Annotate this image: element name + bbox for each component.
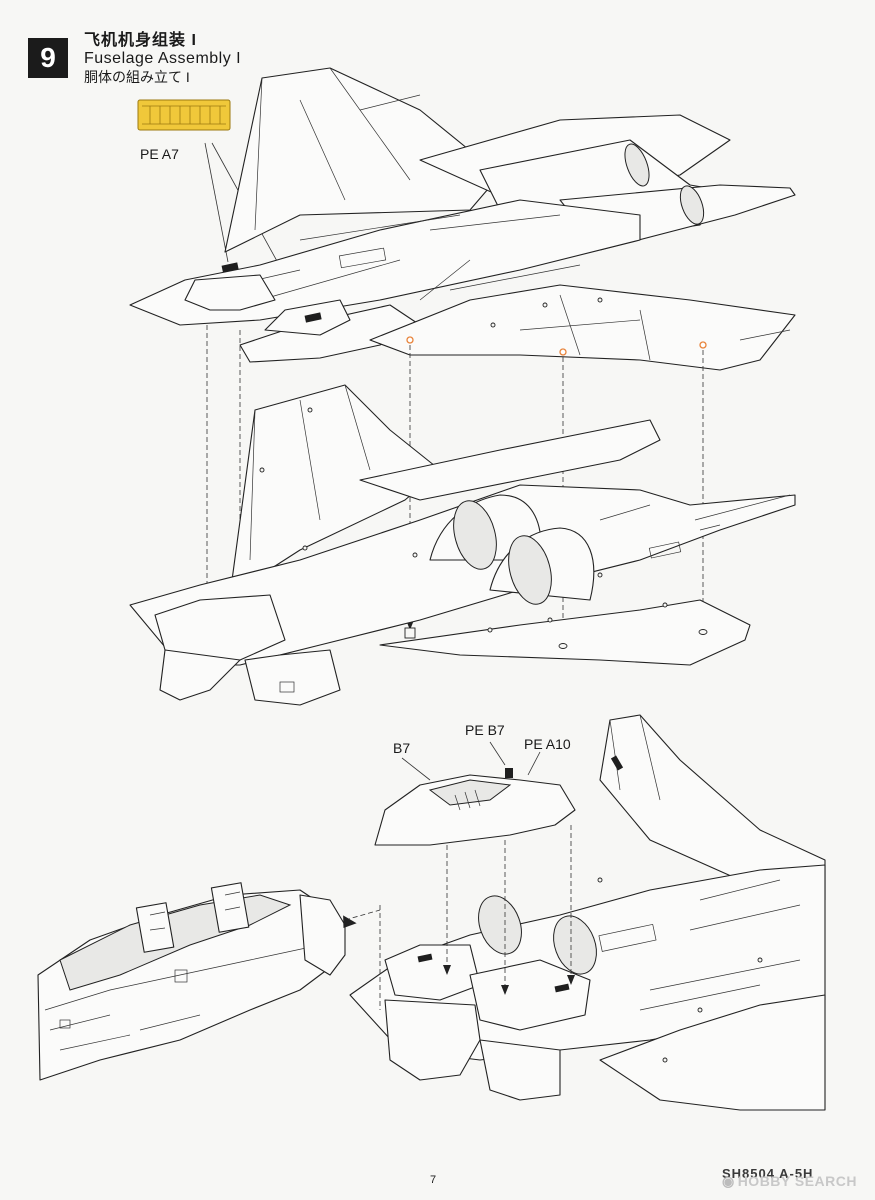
step-title: 飞机机身组装 I Fuselage Assembly I 胴体の組み立て I [84,32,241,86]
callout-pe-b7: PE B7 [465,722,505,738]
watermark-text: HOBBY SEARCH [737,1173,857,1189]
pe-fret-icon [137,99,231,131]
page-number: 7 [430,1174,437,1186]
callout-pe-a10: PE A10 [524,736,571,752]
watermark-logo-icon: ◉ [721,1173,735,1189]
kit-code: SH8504 A-5H [722,1166,814,1181]
step-number-badge: 9 [28,38,68,78]
title-chinese: 飞机机身组装 I [84,32,197,49]
callout-b7: B7 [393,740,411,756]
watermark: ◉HOBBY SEARCH [722,1173,857,1190]
title-japanese: 胴体の組み立て I [84,69,190,85]
title-english: Fuselage Assembly I [84,50,242,67]
cockpit-detail-view [37,882,381,1081]
callout-pe-a7: PE A7 [140,146,179,162]
lower-fuselage-view [129,384,796,706]
upper-fuselage-top-view [129,67,796,371]
assembled-fuselage-view [349,714,826,1111]
